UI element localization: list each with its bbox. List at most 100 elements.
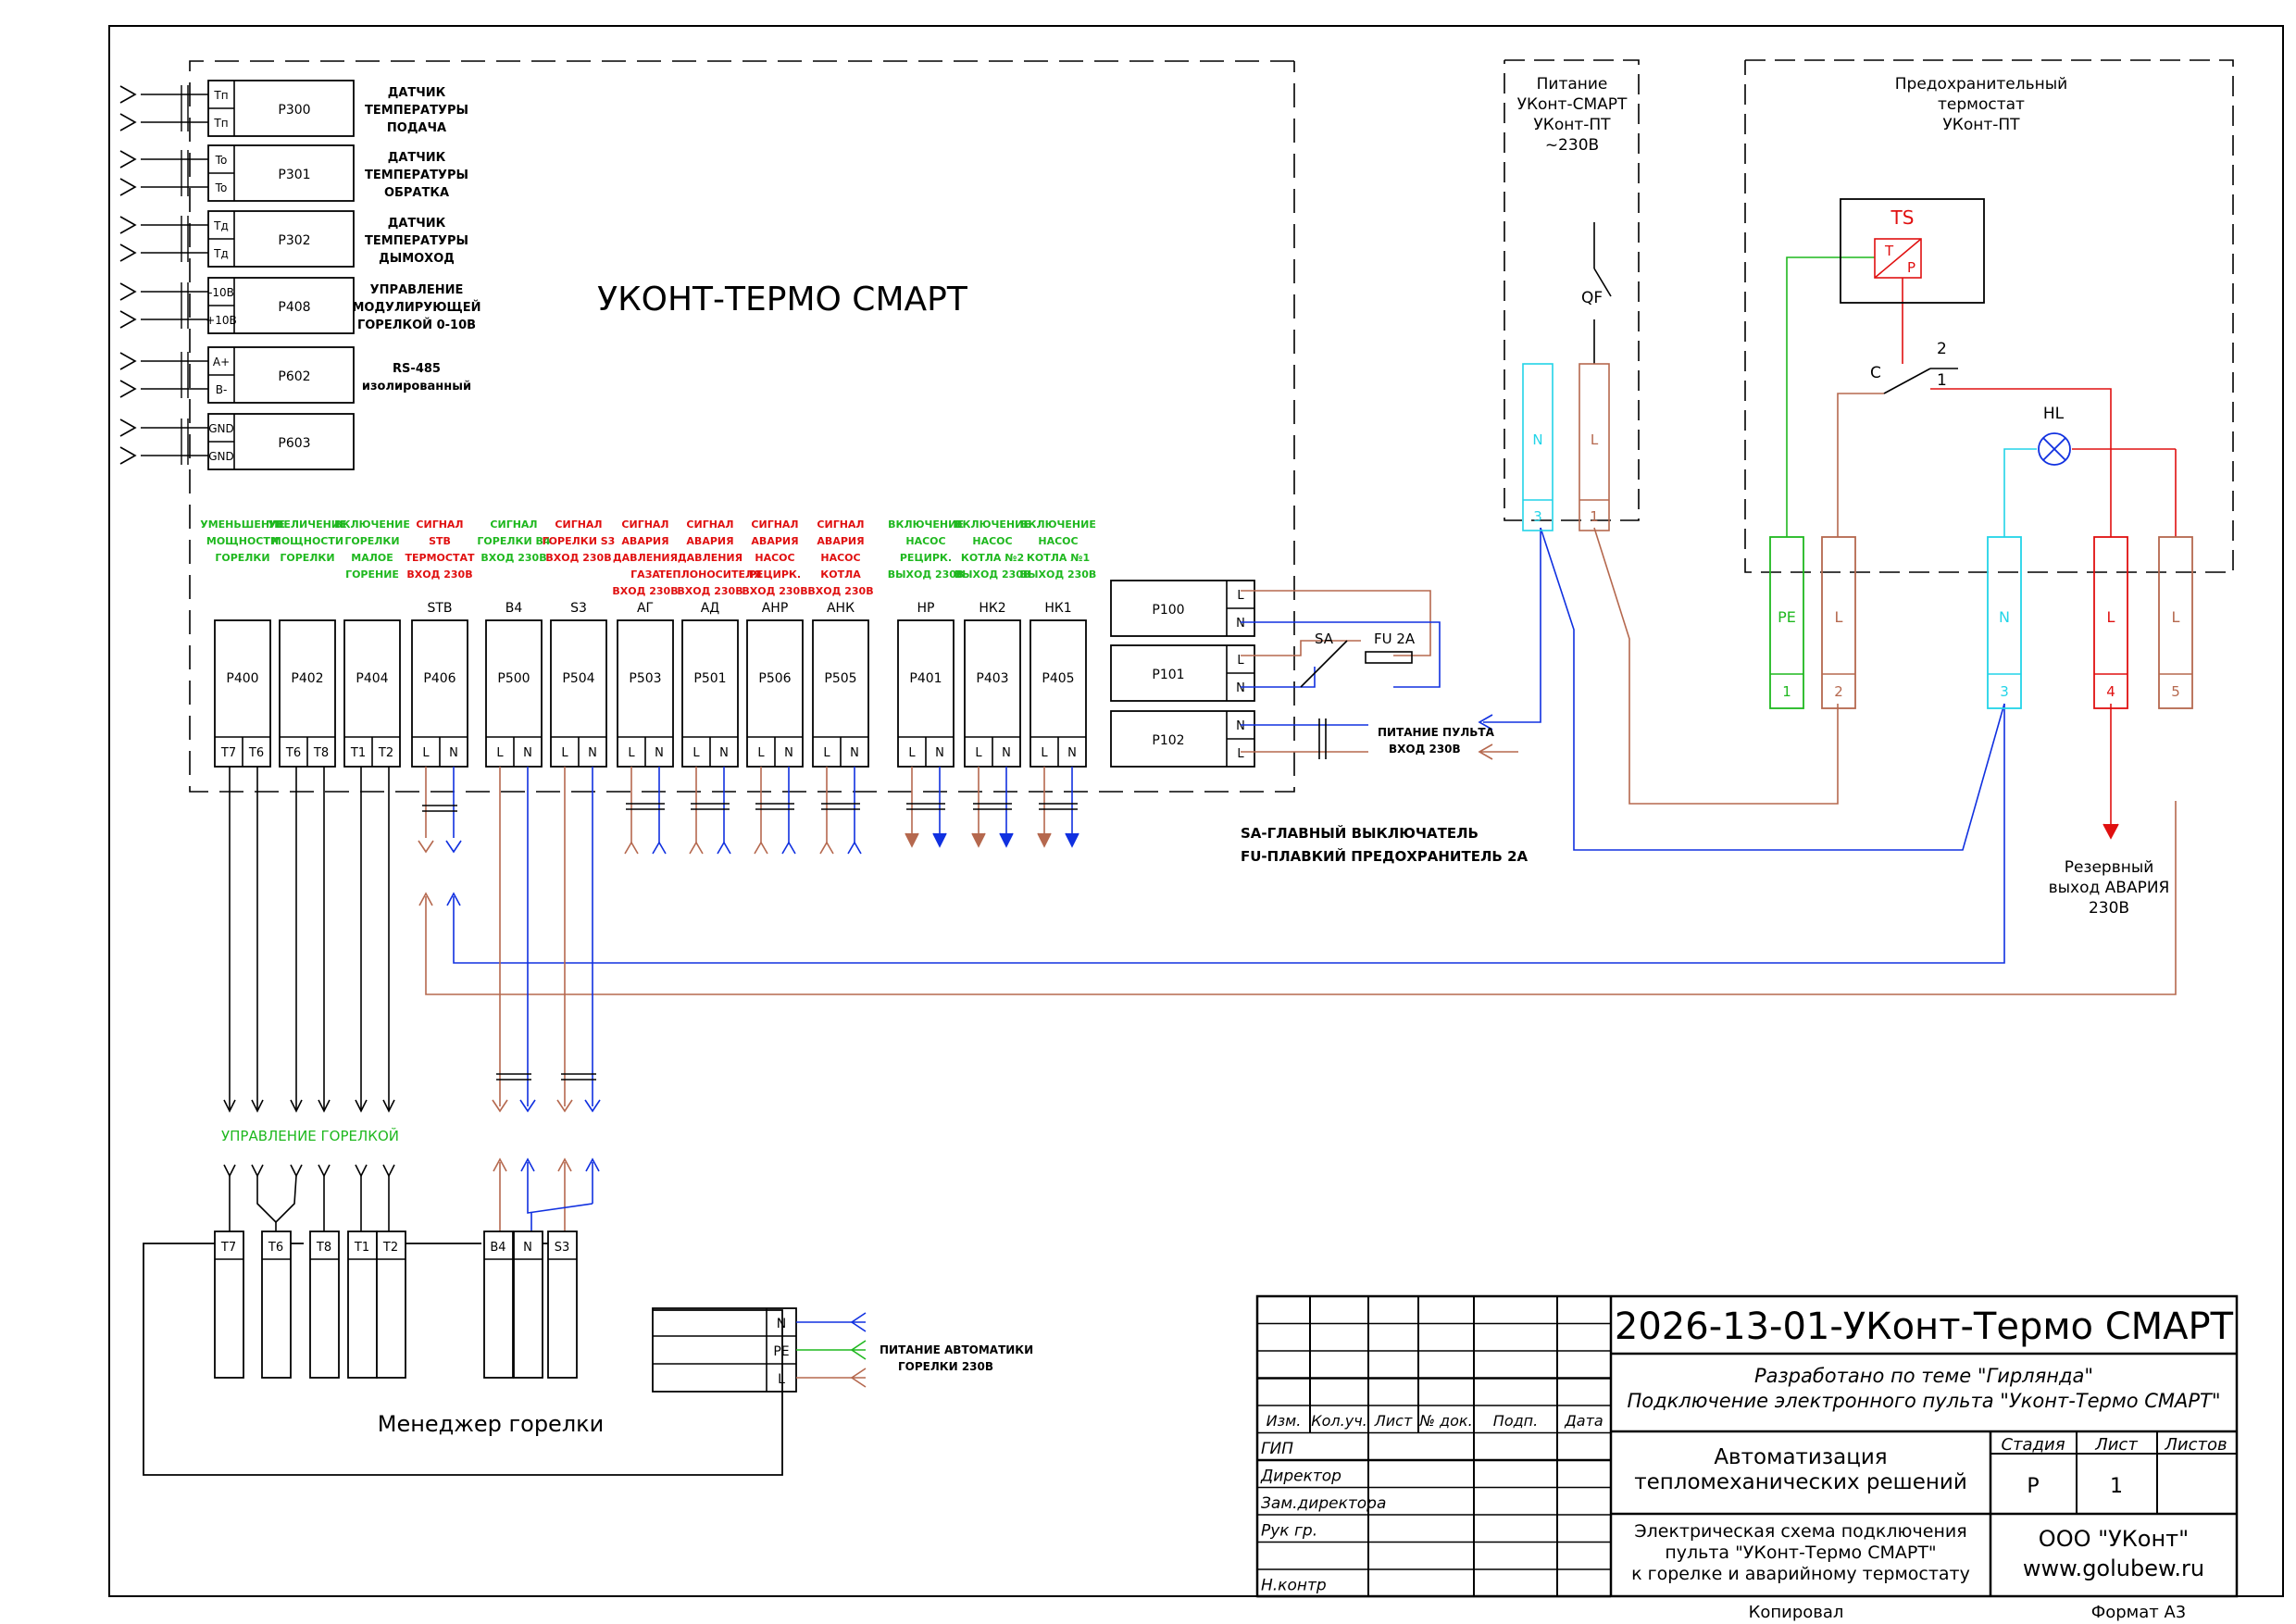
svg-text:1: 1: [1590, 508, 1599, 525]
module-signal-label: НК2: [979, 601, 1005, 616]
module-description: ГОРЕЛКИ: [344, 535, 399, 547]
module-description: ВКЛЮЧЕНИЕ: [888, 518, 964, 531]
svg-text:УКонт-ПТ: УКонт-ПТ: [1942, 116, 2020, 134]
module-id: P503: [629, 671, 661, 686]
thermostat-title: Предохранительный термостат УКонт-ПТ: [1895, 75, 2067, 134]
module-terminal-label: T2: [378, 746, 393, 760]
svg-text:PE: PE: [1778, 608, 1796, 626]
svg-text:Стадия: Стадия: [2001, 1435, 2065, 1455]
module-description: ДАВЛЕНИЯ: [678, 552, 742, 564]
module-description: СИГНАЛ: [490, 518, 537, 531]
module-terminal-label: N: [784, 746, 793, 760]
input-arrow-icon: [119, 216, 137, 234]
module-terminal-label: L: [496, 746, 504, 760]
svg-text:L: L: [1237, 654, 1244, 668]
module-terminal-label: L: [1041, 746, 1048, 760]
module-signal-label: АГ: [637, 601, 654, 616]
svg-text:Автоматизация: Автоматизация: [1714, 1445, 1887, 1469]
svg-text:тепломеханических решений: тепломеханических решений: [1634, 1470, 1967, 1494]
svg-text:3: 3: [2000, 683, 2009, 700]
module-id: P505: [824, 671, 856, 686]
power-module-id: P102: [1152, 733, 1184, 748]
svg-text:Резервный: Резервный: [2065, 858, 2154, 877]
module-id: P506: [758, 671, 791, 686]
module-description: УВЕЛИЧЕНИЕ: [268, 518, 346, 531]
module-terminal-label: T8: [313, 746, 329, 760]
module-description: МАЛОЕ: [351, 552, 393, 564]
sensor-terminal-label: Tд: [213, 247, 229, 260]
module-description: ГОРЕЛКИ: [215, 552, 269, 564]
burner-terminal-t8: T8: [309, 1230, 340, 1379]
module-id: P406: [423, 671, 455, 686]
sensor-id: P301: [278, 168, 310, 182]
module-id: P404: [356, 671, 388, 686]
sensor-block-p408: -10В+10ВP408УПРАВЛЕНИЕМОДУЛИРУЮЩЕЙГОРЕЛК…: [119, 277, 481, 334]
module-signal-label: АНК: [827, 601, 855, 616]
module-description: СИГНАЛ: [686, 518, 733, 531]
svg-text:Листов: Листов: [2164, 1435, 2227, 1455]
module-description: МОЩНОСТИ: [271, 535, 343, 547]
svg-text:1: 1: [1937, 371, 1947, 390]
svg-text:термостат: термостат: [1938, 95, 2025, 114]
module-signal-label: АД: [701, 601, 720, 616]
title-block-column-label: Лист: [1374, 1412, 1413, 1430]
module-id: P400: [226, 671, 258, 686]
burner-terminal-n: N: [513, 1230, 543, 1379]
module-description: МОЩНОСТИ: [206, 535, 279, 547]
sensor-description: RS-485: [393, 362, 441, 376]
module-description: СИГНАЛ: [621, 518, 668, 531]
doc-number: 2026-13-01-УКонт-Термо СМАРТ: [1615, 1305, 2234, 1348]
module-signal-label: STB: [427, 601, 452, 616]
module-terminal-label: N: [655, 746, 664, 760]
module-description: КОТЛА: [820, 568, 861, 581]
svg-text:Разработано по теме "Гирлянда": Разработано по теме "Гирлянда": [1754, 1365, 2093, 1387]
svg-text:Лист: Лист: [2094, 1435, 2138, 1455]
thermostat-terminal-5: L5: [2158, 536, 2193, 709]
svg-text:N: N: [1999, 608, 2010, 626]
sensor-id: P602: [278, 369, 310, 384]
svg-text:T6: T6: [268, 1241, 283, 1255]
drawing-frame: [108, 25, 2284, 1597]
burner-manager-title: Менеджер горелки: [378, 1411, 605, 1437]
module-terminal-label: T6: [248, 746, 264, 760]
module-id: P504: [562, 671, 594, 686]
panel-power-label-1: ПИТАНИЕ ПУЛЬТА: [1378, 726, 1495, 739]
module-terminal-label: N: [449, 746, 458, 760]
title-block-column-label: Подп.: [1493, 1412, 1538, 1430]
svg-text:Подключение электронного пульт: Подключение электронного пульта "Уконт-Т…: [1627, 1390, 2220, 1412]
module-description: НАСОС: [1038, 535, 1078, 547]
module-terminal-label: L: [823, 746, 830, 760]
svg-text:230В: 230В: [2089, 899, 2129, 918]
module-description: ВХОД 230В: [406, 568, 472, 581]
input-arrow-icon: [119, 310, 137, 329]
thermostat-terminal-3: N3: [1987, 536, 2022, 709]
module-id: P405: [1042, 671, 1074, 686]
burner-control-label: УПРАВЛЕНИЕ ГОРЕЛКОЙ: [221, 1127, 399, 1144]
module-terminal-label: N: [850, 746, 859, 760]
svg-text:T7: T7: [220, 1241, 236, 1255]
sensor-id: P300: [278, 103, 310, 118]
power-module-id: P101: [1152, 668, 1184, 682]
module-signal-label: НК1: [1044, 601, 1071, 616]
module-terminal-label: N: [523, 746, 532, 760]
svg-text:Р: Р: [2027, 1475, 2039, 1498]
module-description: ВХОД 230В: [612, 585, 678, 597]
module-description: ВКЛЮЧЕНИЕ: [334, 518, 410, 531]
wiring: [223, 222, 2177, 1241]
module-description: ГОРЕЛКИ S3: [543, 535, 616, 547]
module-description: ВЫХОД 230В: [1020, 568, 1097, 581]
svg-text:пульта "УКонт-Термо СМАРТ": пульта "УКонт-Термо СМАРТ": [1665, 1543, 1936, 1563]
module-description: ВХОД 230В: [545, 552, 611, 564]
module-description: ГОРЕЛКИ: [280, 552, 334, 564]
svg-text:L: L: [1237, 747, 1244, 761]
sensor-terminal-label: A+: [213, 356, 230, 369]
module-description: ТЕПЛОНОСИТЕЛЯ: [658, 568, 761, 581]
